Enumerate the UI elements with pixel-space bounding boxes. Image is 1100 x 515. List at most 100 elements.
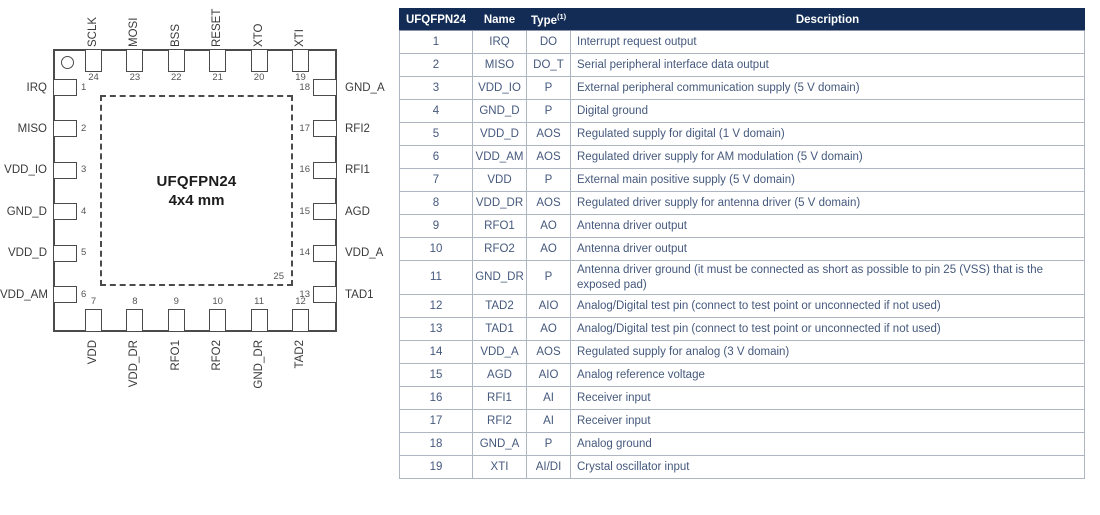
pin-label: TAD1	[345, 288, 374, 301]
name-cell: RFI2	[472, 409, 527, 434]
pin-label: SCLK	[87, 16, 99, 47]
name-cell: IRQ	[472, 30, 527, 54]
pin-number: 3	[81, 164, 87, 176]
pin-number: 7	[90, 296, 97, 307]
pin-pad	[53, 161, 77, 179]
description-cell: Receiver input	[570, 409, 1085, 434]
pin-pad	[313, 161, 337, 179]
pin-cell: 3	[399, 76, 473, 100]
description-cell: Antenna driver output	[570, 214, 1085, 238]
pin-label: RESET	[211, 8, 224, 47]
type-cell: AIO	[526, 294, 571, 319]
pin-cell: 16	[399, 386, 473, 411]
pin-label: VDD_A	[345, 247, 384, 260]
type-cell: AIO	[526, 363, 571, 388]
description-cell: Regulated driver supply for AM modulatio…	[570, 145, 1085, 169]
pin-number: 22	[171, 72, 182, 83]
name-cell: MISO	[472, 53, 527, 77]
pin-number: 11	[254, 296, 265, 307]
header-type-footnote: (1)	[557, 12, 567, 22]
type-cell: AO	[526, 237, 571, 261]
name-cell: RFO2	[472, 237, 527, 261]
package-size: 4x4 mm	[168, 192, 225, 209]
pin-number: 24	[88, 72, 99, 83]
description-cell: Receiver input	[570, 386, 1085, 411]
description-cell: Regulated supply for analog (3 V domain)	[570, 340, 1085, 365]
pin-cell: 6	[399, 145, 473, 169]
package-name: UFQFPN24	[156, 173, 237, 190]
pin-label: VDD	[87, 340, 99, 365]
type-cell: DO	[526, 30, 571, 54]
description-cell: Regulated driver supply for antenna driv…	[570, 191, 1085, 215]
pin-pad	[53, 203, 77, 221]
pin-pad	[209, 49, 227, 72]
pin-cell: 9	[399, 214, 473, 238]
pin-number: 13	[299, 288, 310, 300]
pin-pad	[85, 309, 102, 332]
header-type: Type(1)	[526, 8, 571, 31]
description-cell: Crystal oscillator input	[570, 455, 1085, 480]
pin-cell: 8	[399, 191, 473, 215]
pin-label: RFO1	[169, 340, 182, 371]
type-cell: AOS	[526, 145, 571, 169]
pin-pad	[167, 49, 185, 72]
description-cell: Antenna driver output	[570, 237, 1085, 261]
pin-number: 9	[173, 296, 179, 307]
description-cell: Antenna driver ground (it must be connec…	[570, 259, 1085, 296]
type-cell: AI	[526, 386, 571, 411]
pin-pad	[313, 79, 337, 96]
pin-number: 1	[81, 81, 87, 93]
pin-pad	[126, 309, 144, 332]
pin-cell: 4	[399, 99, 473, 123]
pin-cell: 7	[399, 168, 473, 192]
pin-pad	[313, 286, 337, 303]
pin-pad	[53, 244, 77, 262]
type-cell: AI	[526, 409, 571, 434]
pin-pad	[250, 309, 268, 332]
pin-number: 18	[299, 81, 310, 93]
header-description: Description	[570, 8, 1085, 31]
pin-pad	[53, 286, 77, 303]
pin-number: 5	[81, 247, 87, 259]
type-cell: AOS	[526, 122, 571, 146]
pin-label: RFI2	[345, 122, 370, 135]
pin-pad	[292, 309, 309, 332]
pin-cell: 10	[399, 237, 473, 261]
pin-label: VDD_AM	[0, 288, 48, 301]
pin-label: XTO	[252, 23, 265, 47]
name-cell: VDD_IO	[472, 76, 527, 100]
type-cell: AOS	[526, 340, 571, 365]
pin-number: 20	[253, 72, 265, 83]
pin-number: 17	[299, 122, 310, 134]
name-cell: GND_D	[472, 99, 527, 123]
name-cell: GND_A	[472, 432, 527, 457]
name-cell: GND_DR	[472, 259, 527, 296]
pin-label: IRQ	[26, 81, 47, 94]
name-cell: VDD_DR	[472, 191, 527, 215]
table-header-row: UFQFPN24 Name Type(1) Description	[399, 8, 1085, 31]
description-cell: External peripheral communication supply…	[570, 76, 1085, 100]
name-cell: XTI	[472, 455, 527, 480]
pin-pad	[53, 79, 77, 96]
pin-label: BSS	[169, 23, 182, 47]
description-cell: Digital ground	[570, 99, 1085, 123]
description-cell: Serial peripheral interface data output	[570, 53, 1085, 77]
name-cell: RFO1	[472, 214, 527, 238]
type-cell: P	[526, 99, 571, 123]
pin-number: 2	[81, 122, 87, 134]
pin-cell: 5	[399, 122, 473, 146]
type-cell: AO	[526, 317, 571, 342]
